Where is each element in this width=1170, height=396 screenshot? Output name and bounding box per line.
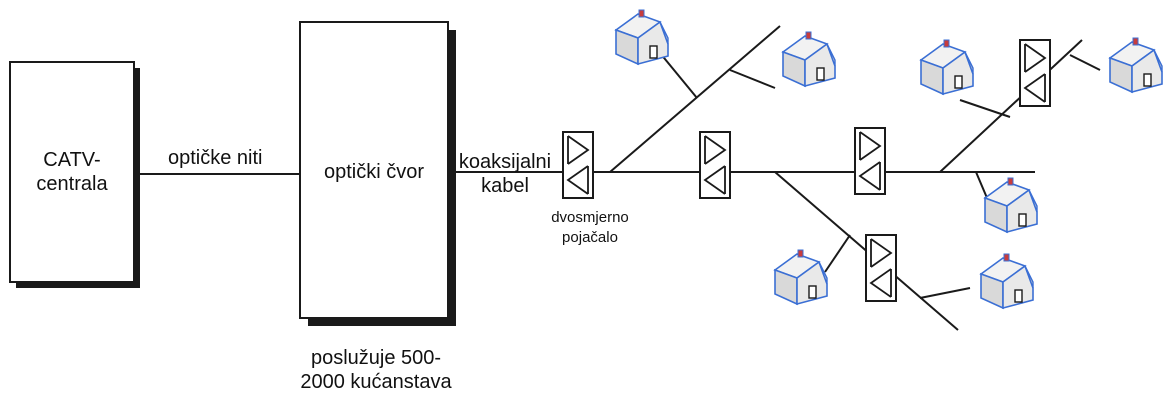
house-icon-3 <box>920 39 974 95</box>
coax-label-line2: kabel <box>481 175 529 197</box>
amplifier-caption-line2: pojačalo <box>562 229 618 246</box>
headend-label: CATV- centrala <box>22 148 122 196</box>
house-icon-2 <box>782 31 836 87</box>
bidirectional-amplifier-3 <box>854 127 886 195</box>
coax-label-line1: koaksijalni <box>458 151 552 173</box>
branch-upper-left <box>609 25 781 173</box>
house-icon-6 <box>774 249 828 305</box>
fiber-link-label: optičke niti <box>168 147 263 169</box>
bidirectional-amplifier-1 <box>562 131 594 199</box>
optical-node-caption-line1: poslužuje 500- <box>310 347 442 369</box>
optical-node-label: optički čvor <box>323 161 425 183</box>
coax-label: koaksijalni kabel <box>450 150 560 198</box>
headend-label-line2: centrala <box>36 173 108 195</box>
house-icon-7 <box>980 253 1034 309</box>
house-icon-1 <box>615 9 669 65</box>
optical-node-caption: poslužuje 500- 2000 kućanstava <box>296 346 456 394</box>
amplifier-caption: dvosmjerno pojačalo <box>540 208 640 248</box>
bidirectional-amplifier-4 <box>865 234 897 302</box>
bidirectional-amplifier-2 <box>699 131 731 199</box>
amplifier-caption-line1: dvosmjerno <box>551 209 629 226</box>
house-icon-5 <box>984 177 1038 233</box>
catv-headend-box <box>9 61 140 288</box>
house-icon-4 <box>1109 37 1163 93</box>
headend-label-line1: CATV- <box>43 149 101 171</box>
optical-node-caption-line2: 2000 kućanstava <box>300 371 452 393</box>
bidirectional-amplifier-5 <box>1019 39 1051 107</box>
optical-node-box <box>299 21 456 326</box>
